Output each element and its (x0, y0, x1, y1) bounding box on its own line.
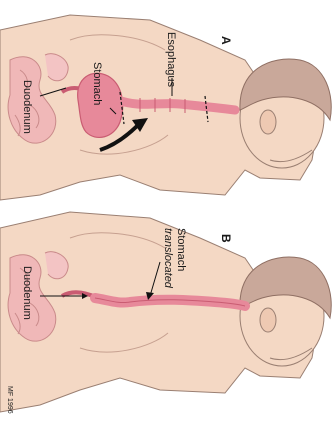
panel-b-ear (260, 308, 276, 332)
panel-b-stomach-label: Stomach (175, 228, 187, 271)
panel-a-stomach-label: Stomach (91, 62, 103, 105)
panel-a-duodenum-label: Duodenum (21, 80, 33, 134)
panel-a-ear (260, 110, 276, 134)
panel-a: A Esophagus Stomach Duodenum (0, 15, 331, 200)
panel-b: B Stomach translocated Duodenum (0, 212, 331, 412)
artist-signature: MF 1996 (6, 386, 13, 414)
panel-a-letter: A (219, 36, 233, 45)
panel-b-duodenum-label: Duodenum (21, 266, 33, 320)
panel-b-translocated-label: translocated (162, 228, 174, 289)
panel-a-esophagus-label: Esophagus (165, 32, 177, 88)
panel-b-letter: B (219, 234, 233, 243)
